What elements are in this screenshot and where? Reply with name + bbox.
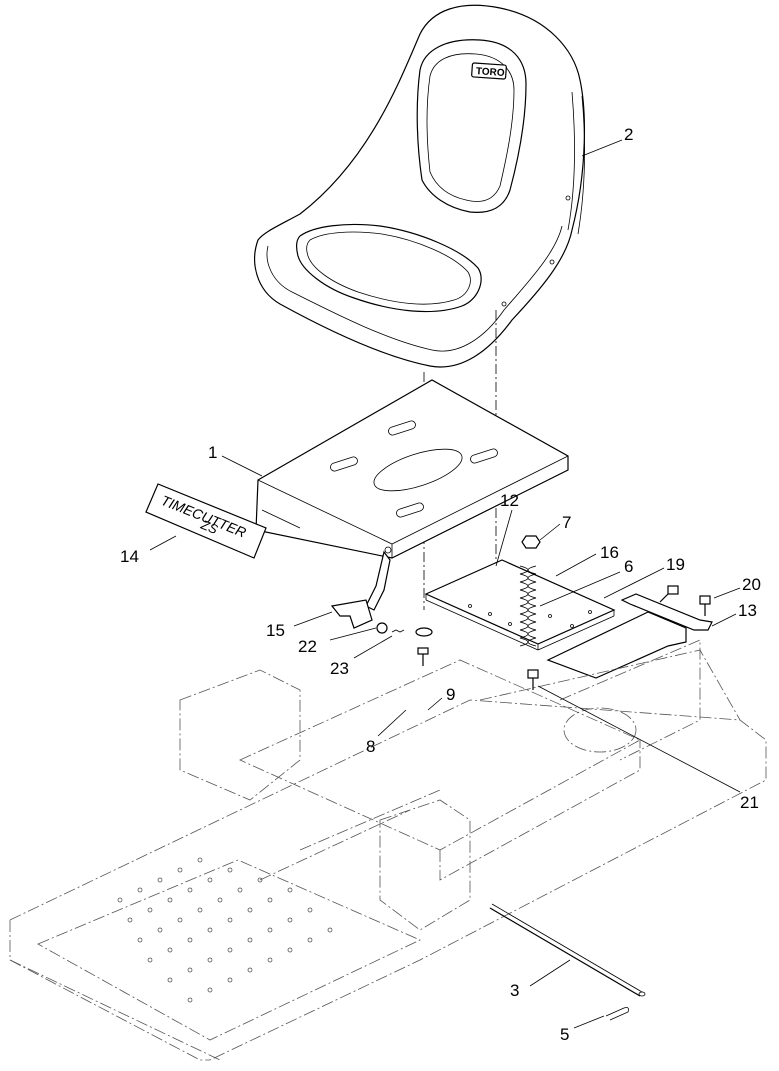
leader-lines [149, 139, 741, 1029]
seat-logo-plate: TORO [471, 62, 507, 80]
callout-9: 9 [446, 685, 455, 704]
callout-7: 7 [562, 513, 571, 532]
bolt-part-20 [699, 595, 711, 616]
callout-2: 2 [624, 125, 633, 144]
callout-labels: 1 2 3 5 6 7 8 9 12 13 14 15 16 19 20 21 … [120, 125, 761, 1044]
clip-part-23 [391, 629, 405, 633]
suspension-plate [424, 559, 616, 651]
rod-part-3 [489, 903, 646, 997]
spring-part-6 [519, 565, 537, 647]
callout-12: 12 [500, 491, 519, 510]
callout-23: 23 [330, 659, 349, 678]
callout-8: 8 [366, 737, 375, 756]
callout-14: 14 [120, 547, 139, 566]
callout-19: 19 [666, 555, 685, 574]
bolt-near-19 [659, 585, 679, 603]
timecutter-decal: TIMECUTTER ZS [145, 483, 267, 559]
nut-part-7 [521, 535, 541, 549]
callout-5: 5 [560, 1025, 569, 1044]
nut-part-22 [376, 622, 388, 634]
seat: TORO [254, 4, 586, 368]
bolt-part-21 [527, 669, 539, 690]
callout-21: 21 [740, 793, 759, 812]
decal-text-line2: ZS [198, 516, 220, 537]
bracket-part-19 [546, 611, 687, 679]
callout-16: 16 [600, 543, 619, 562]
bracket-part-13 [620, 593, 713, 631]
callout-20: 20 [742, 575, 761, 594]
bolt-part-9 [417, 647, 429, 666]
callout-6: 6 [624, 557, 633, 576]
seat-pan [255, 379, 569, 611]
washer-part-8 [415, 627, 433, 637]
callout-3: 3 [510, 981, 519, 1000]
callout-22: 22 [298, 637, 317, 656]
mower-frame [9, 639, 767, 1061]
callout-1: 1 [208, 443, 217, 462]
latch-part-15 [330, 599, 373, 629]
callout-13: 13 [738, 601, 757, 620]
callout-15: 15 [266, 621, 285, 640]
seat-logo-text: TORO [476, 66, 506, 79]
hairpin-part-5 [605, 1007, 629, 1021]
